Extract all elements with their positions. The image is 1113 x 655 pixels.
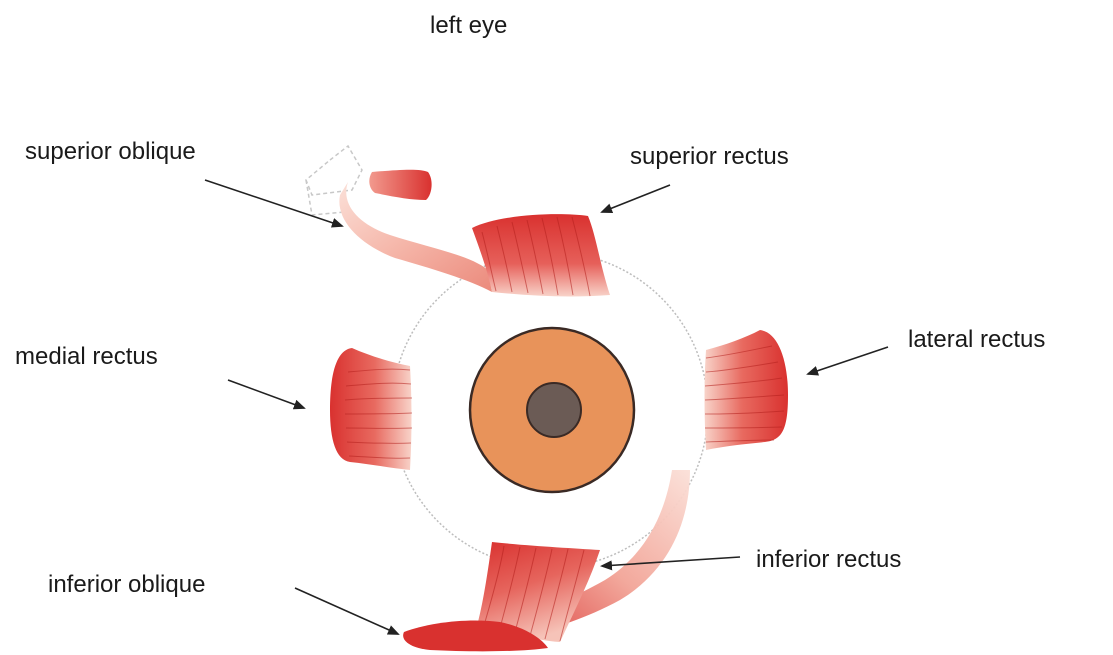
pupil <box>527 383 581 437</box>
medial-rectus-muscle <box>330 348 412 470</box>
superior-oblique-belly <box>369 170 431 200</box>
label-medial-rectus: medial rectus <box>15 345 158 369</box>
arrow-inferior-oblique <box>295 588 398 634</box>
label-superior-rectus: superior rectus <box>630 145 789 169</box>
label-inferior-rectus: inferior rectus <box>756 548 901 572</box>
diagram-title: left eye <box>430 14 507 38</box>
arrow-medial-rectus <box>228 380 304 408</box>
arrow-inferior-rectus <box>602 557 740 566</box>
trochlea <box>306 146 362 215</box>
label-lateral-rectus: lateral rectus <box>908 328 1045 352</box>
label-inferior-oblique: inferior oblique <box>48 573 205 597</box>
superior-rectus-muscle <box>472 214 610 296</box>
label-superior-oblique: superior oblique <box>25 140 196 164</box>
arrow-lateral-rectus <box>808 347 888 374</box>
arrow-superior-rectus <box>602 185 670 212</box>
lateral-rectus-muscle <box>705 330 789 450</box>
arrow-superior-oblique <box>205 180 342 226</box>
